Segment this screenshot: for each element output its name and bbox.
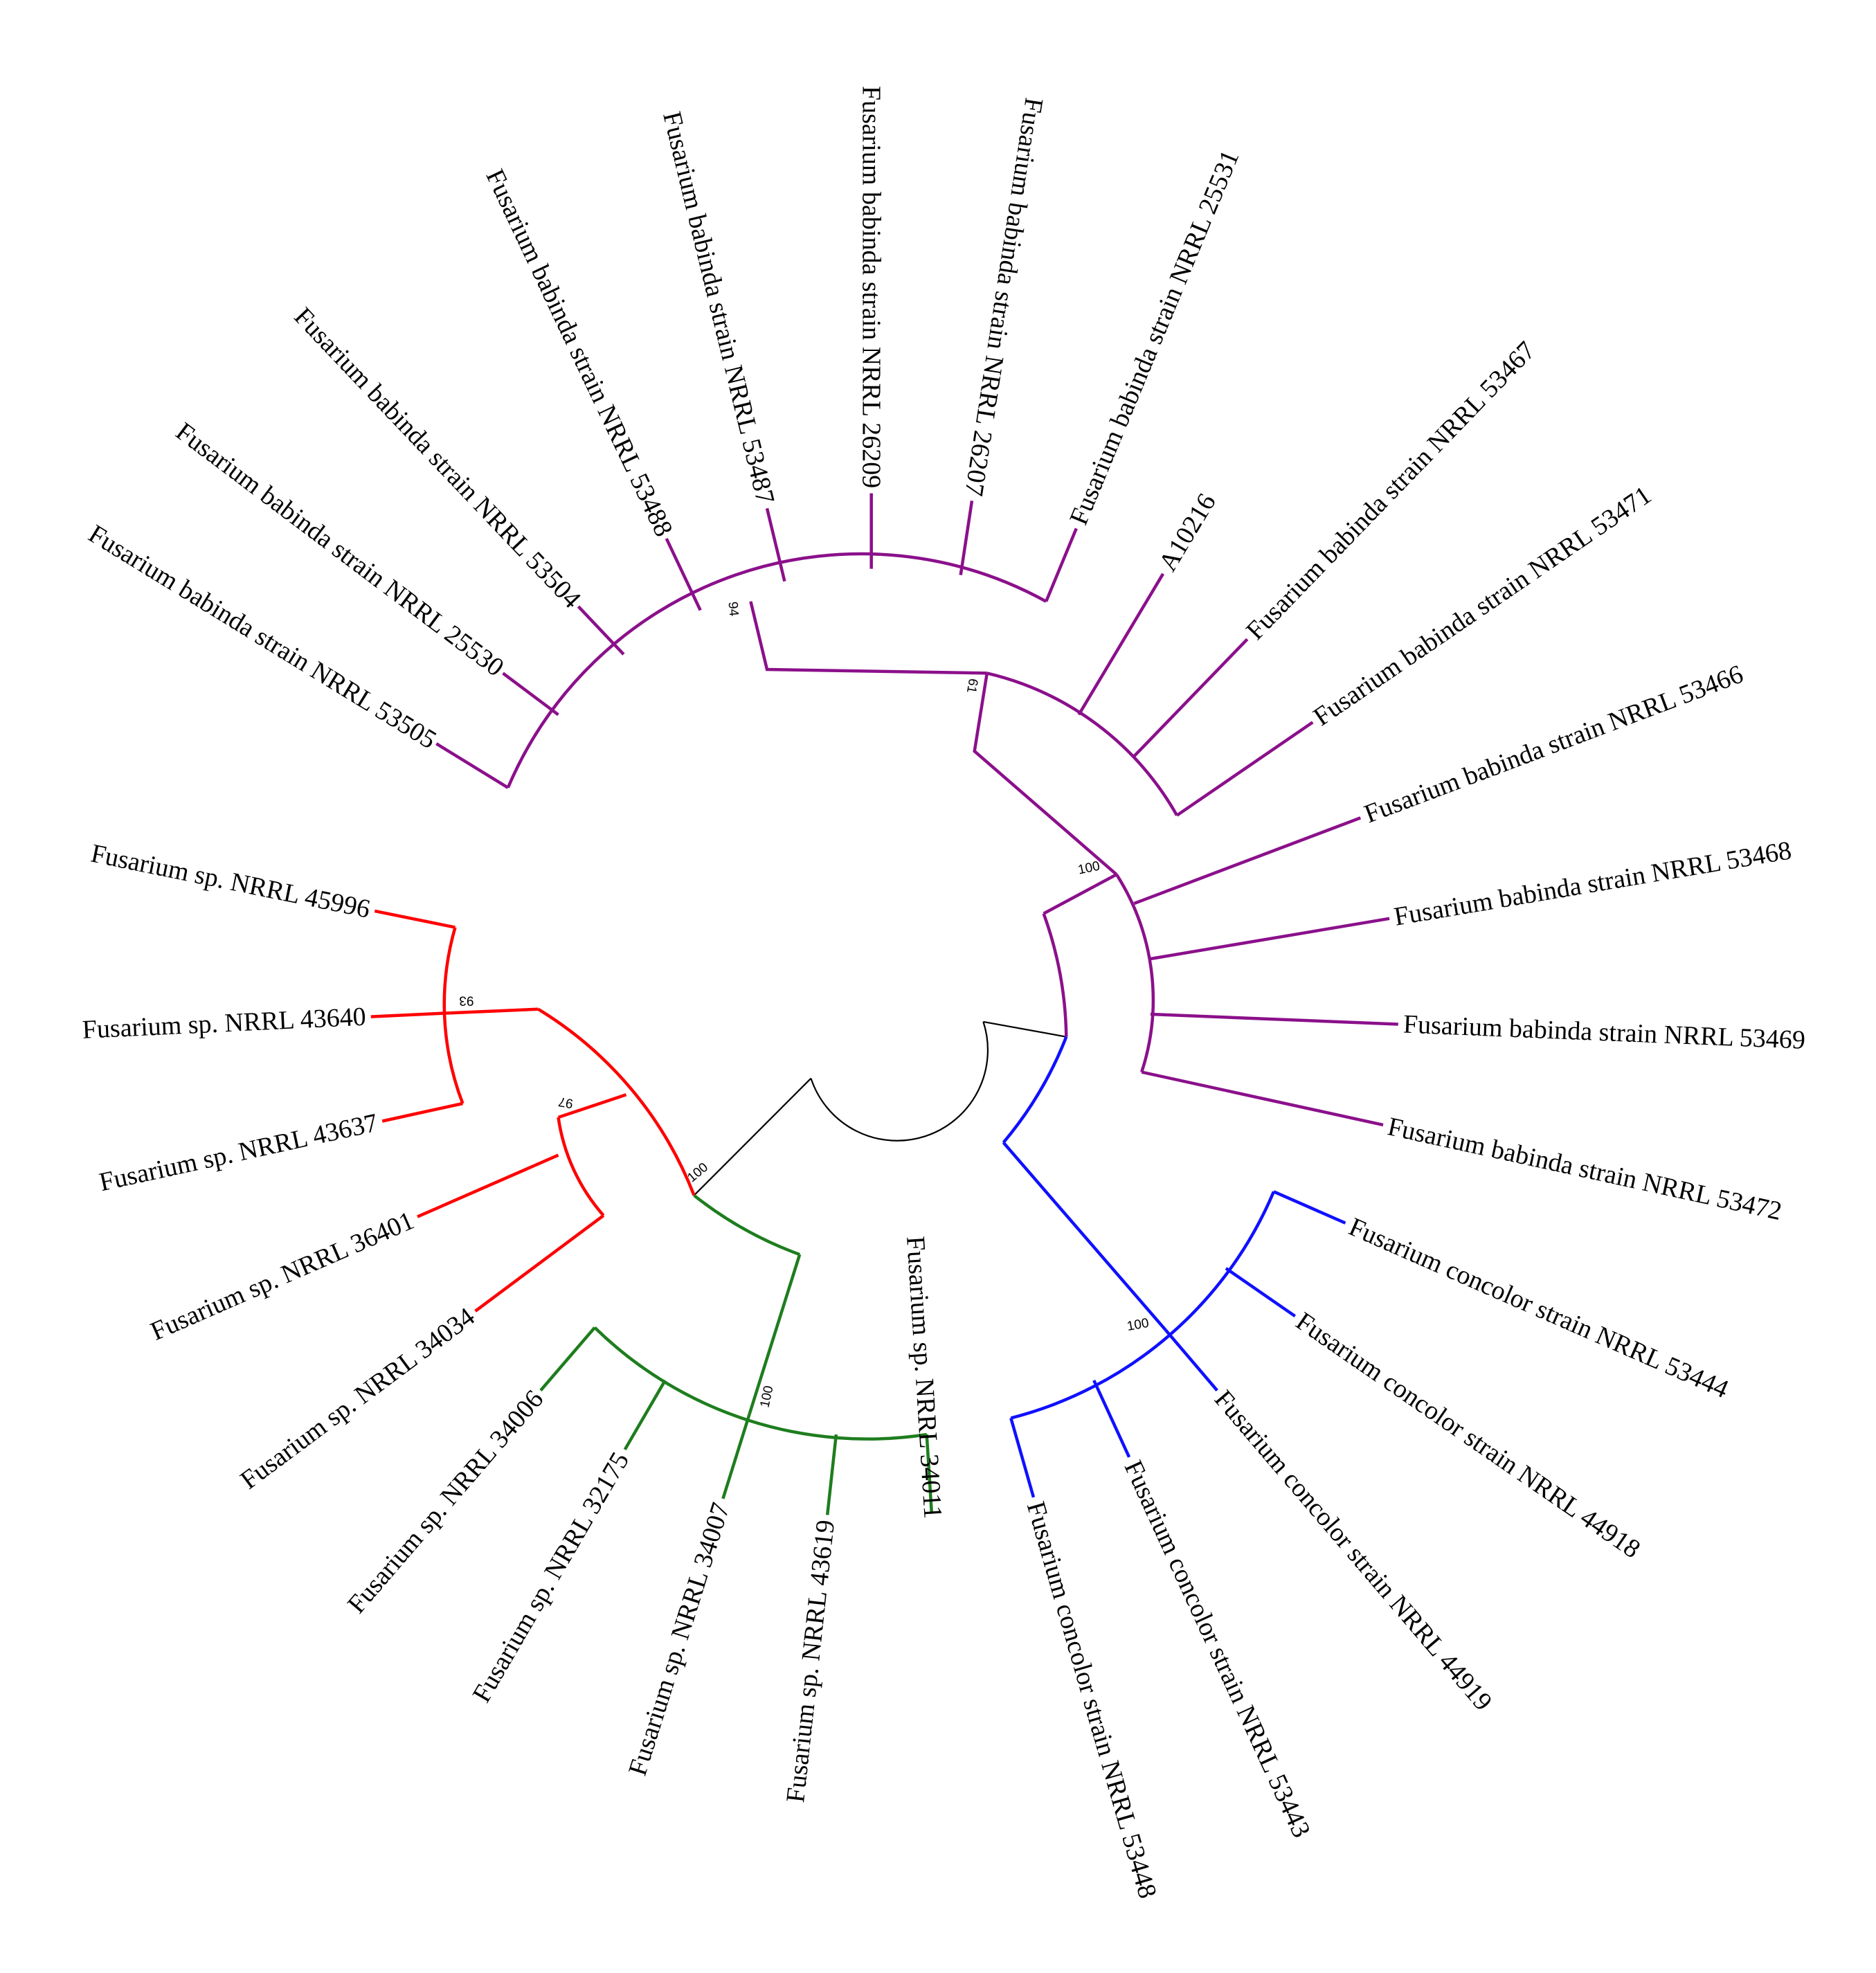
- leaf-branch: [577, 605, 625, 656]
- leaf-branch: [1009, 1417, 1036, 1498]
- leaf-branch: [1225, 1267, 1297, 1318]
- leaf-label: Fusarium sp. NRRL 43637: [97, 1108, 381, 1197]
- leaf-label: Fusarium babinda strain NRRL 53466: [1360, 660, 1747, 829]
- leaf-branch: [417, 1153, 559, 1218]
- green-stem-arc: [693, 1193, 800, 1256]
- leaf-label: Fusarium sp. NRRL 43619: [781, 1518, 840, 1803]
- leaf-branch: [721, 1414, 751, 1499]
- leaf-label: Fusarium babinda strain NRRL 53505: [84, 519, 442, 755]
- purple-arc-61: [986, 672, 1179, 816]
- leaf-label: Fusarium sp. NRRL 36401: [146, 1206, 418, 1346]
- root-branch-red-green: [693, 1077, 812, 1196]
- leaf-label: Fusarium babinda strain NRRL 53468: [1392, 836, 1794, 931]
- leaf-label: Fusarium babinda strain NRRL 53488: [480, 165, 678, 541]
- leaf-branch: [435, 742, 509, 789]
- leaf-branch: [1131, 638, 1249, 759]
- leaf-branch: [959, 501, 974, 575]
- leaf-branch: [1150, 917, 1390, 961]
- bootstrap-value: 100: [1076, 859, 1101, 878]
- leaf-label: Fusarium sp. NRRL 32175: [467, 1448, 635, 1708]
- red-stem-97: [557, 1093, 627, 1119]
- leaf-label: Fusarium babinda strain NRRL 26207: [959, 96, 1048, 498]
- leaf-label: Fusarium babinda strain NRRL 25531: [1064, 146, 1245, 529]
- purple-stem-61: [973, 673, 1118, 876]
- leaf-label: Fusarium babinda strain NRRL 26209: [857, 86, 886, 488]
- leaf-branch: [1092, 1379, 1131, 1458]
- bootstrap-value: 94: [725, 601, 741, 617]
- leaf-label: Fusarium babinda strain NRRL 53504: [289, 302, 587, 614]
- leaf-label: Fusarium sp. NRRL 34006: [342, 1385, 549, 1619]
- bootstrap-value: 61: [964, 677, 980, 694]
- bootstrap-value: 93: [459, 993, 473, 1008]
- root-arc: [810, 1021, 989, 1142]
- root-branch-blue-purple: [983, 1020, 1067, 1038]
- leaf-label: Fusarium concolor strain NRRL 53443: [1119, 1456, 1316, 1841]
- leaf-branch: [1045, 528, 1078, 602]
- leaf-label: Fusarium sp. NRRL 34007: [623, 1499, 736, 1779]
- leaf-label: Fusarium babinda strain NRRL 53472: [1385, 1112, 1785, 1226]
- red-arc-93: [442, 926, 465, 1104]
- leaf-branch: [765, 507, 786, 582]
- leaf-branch: [474, 1214, 605, 1313]
- bootstrap-value: 100: [1126, 1316, 1150, 1334]
- red-arc-100: [537, 1007, 696, 1196]
- green-stem: [748, 1254, 802, 1415]
- purple-arc-100: [1115, 873, 1155, 1073]
- leaf-label: Fusarium sp. NRRL 43640: [82, 1002, 367, 1045]
- blue-stem-arc: [1002, 1036, 1068, 1144]
- leaf-branch: [925, 1434, 934, 1514]
- purple-arc-94: [506, 552, 1047, 789]
- leaf-label: Fusarium concolor strain NRRL 53448: [1021, 1498, 1162, 1901]
- purple-main-arc: [1042, 912, 1068, 1037]
- leaf-label: Fusarium babinda strain NRRL 25530: [170, 417, 509, 682]
- leaf-branch: [1164, 1328, 1218, 1391]
- bootstrap-value: 97: [557, 1094, 574, 1110]
- leaf-label: Fusarium sp. NRRL 45996: [89, 839, 372, 924]
- leaf-branch: [539, 1326, 596, 1391]
- leaf-branch: [1150, 1012, 1398, 1026]
- leaf-label: A10216: [1153, 489, 1222, 577]
- leaf-branch: [502, 672, 559, 717]
- purple-stem-100: [1043, 873, 1117, 915]
- leaf-label: Fusarium babinda strain NRRL 53469: [1403, 1010, 1805, 1055]
- leaf-branch: [1077, 573, 1165, 716]
- leaf-branch: [1141, 1070, 1384, 1127]
- red-stem-93: [450, 1007, 539, 1015]
- leaf-branch: [374, 909, 456, 929]
- leaf-branch: [381, 1101, 463, 1123]
- leaf-branch: [1175, 721, 1314, 817]
- leaf-label: Fusarium sp. NRRL 34034: [235, 1302, 480, 1495]
- leaf-branch: [1133, 816, 1362, 906]
- leaf-branch: [825, 1434, 838, 1515]
- leaf-branch: [1273, 1190, 1346, 1225]
- purple-stem-94: [749, 601, 987, 675]
- blue-stem: [1002, 1141, 1167, 1331]
- leaf-label: Fusarium sp. NRRL 34011: [901, 1235, 948, 1520]
- bootstrap-value: 100: [757, 1385, 776, 1409]
- leaf-branch: [370, 1011, 451, 1018]
- leaf-branch: [665, 537, 702, 611]
- leaf-branch: [623, 1379, 667, 1451]
- red-arc-97: [557, 1117, 605, 1217]
- leaf-label: Fusarium babinda strain NRRL 53487: [657, 109, 779, 507]
